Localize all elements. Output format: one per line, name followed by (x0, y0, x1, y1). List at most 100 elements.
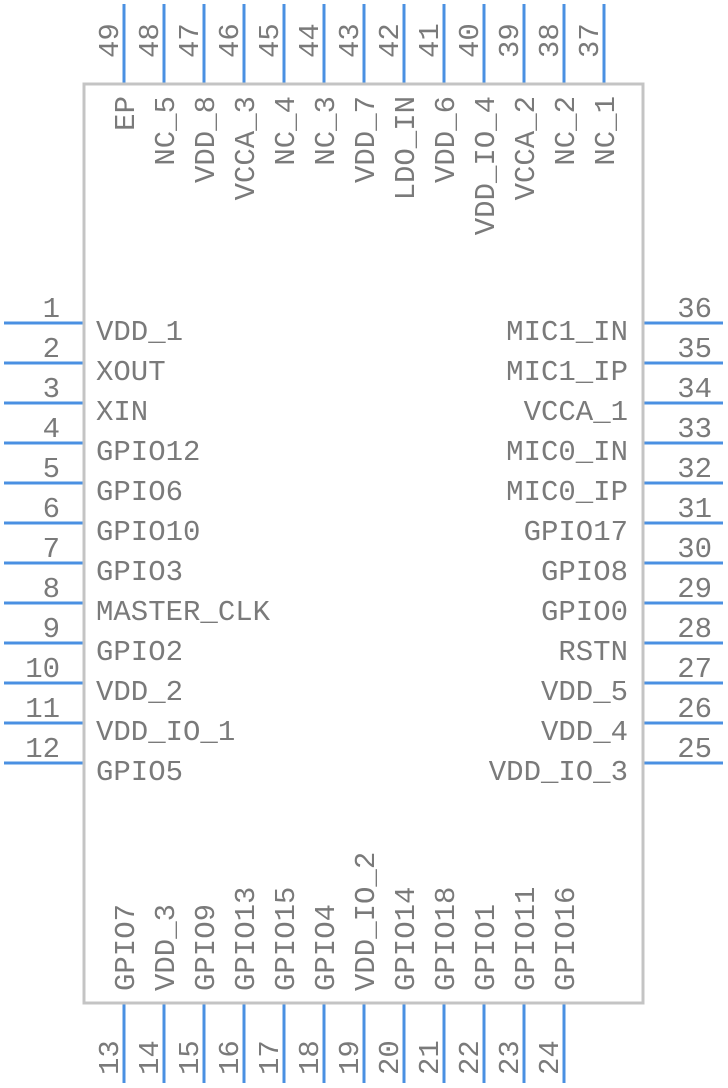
pin-label-bottom: GPIO14 (390, 887, 423, 991)
pin-number-top: 44 (294, 23, 327, 58)
pin-label-top: VDD_8 (190, 96, 223, 183)
pin-number-top: 40 (454, 23, 487, 58)
pin-label-left: VDD_IO_1 (96, 716, 235, 749)
pin-label-top: VDD_IO_4 (470, 96, 503, 235)
pin-number-bottom: 16 (214, 1040, 247, 1075)
pin-label-top: VDD_7 (350, 96, 383, 183)
pin-label-bottom: GPIO9 (190, 904, 223, 991)
pin-number-left: 6 (43, 493, 60, 526)
pin-label-bottom: GPIO16 (550, 887, 583, 991)
pin-label-top: EP (110, 96, 143, 131)
labels-layer: 1VDD_12XOUT3XIN4GPIO125GPIO66GPIO107GPIO… (25, 23, 712, 1075)
pin-number-top: 43 (334, 23, 367, 58)
pin-number-right: 28 (677, 613, 712, 646)
pin-number-top: 49 (94, 23, 127, 58)
pin-number-top: 38 (534, 23, 567, 58)
pin-number-left: 8 (43, 573, 60, 606)
pin-label-right: GPIO8 (541, 556, 628, 589)
pin-number-left: 10 (25, 653, 60, 686)
pin-number-bottom: 24 (534, 1040, 567, 1075)
pin-label-top: NC_2 (550, 96, 583, 166)
pin-label-right: GPIO0 (541, 596, 628, 629)
pin-label-bottom: GPIO4 (310, 904, 343, 991)
pin-number-bottom: 15 (174, 1040, 207, 1075)
pin-label-left: VDD_2 (96, 676, 183, 709)
pin-label-bottom: VDD_IO_2 (350, 852, 383, 991)
pin-number-bottom: 22 (454, 1040, 487, 1075)
pin-label-top: VCCA_3 (230, 96, 263, 200)
pin-number-bottom: 14 (134, 1040, 167, 1075)
pin-label-bottom: GPIO13 (230, 887, 263, 991)
pin-label-top: NC_1 (590, 96, 623, 166)
pin-number-top: 47 (174, 23, 207, 58)
pin-label-right: MIC0_IP (506, 476, 628, 509)
pin-label-top: NC_3 (310, 96, 343, 166)
pin-number-left: 2 (43, 333, 60, 366)
pin-label-bottom: VDD_3 (150, 904, 183, 991)
pin-label-right: VDD_5 (541, 676, 628, 709)
pin-label-right: VDD_IO_3 (489, 756, 628, 789)
pin-number-bottom: 13 (94, 1040, 127, 1075)
pin-label-right: VDD_4 (541, 716, 628, 749)
pin-label-left: VDD_1 (96, 316, 183, 349)
pin-label-top: VDD_6 (430, 96, 463, 183)
pin-number-top: 42 (374, 23, 407, 58)
pin-number-bottom: 21 (414, 1040, 447, 1075)
pin-number-right: 29 (677, 573, 712, 606)
pin-number-left: 12 (25, 733, 60, 766)
pin-label-top: NC_5 (150, 96, 183, 166)
ic-body (82, 82, 645, 1005)
pin-label-bottom: GPIO7 (110, 904, 143, 991)
pin-label-right: RSTN (558, 636, 628, 669)
pin-label-bottom: GPIO15 (270, 887, 303, 991)
pin-label-left: GPIO12 (96, 436, 200, 469)
pin-number-bottom: 17 (254, 1040, 287, 1075)
pin-number-left: 1 (43, 293, 60, 326)
pin-number-right: 35 (677, 333, 712, 366)
pin-number-right: 31 (677, 493, 712, 526)
pin-number-right: 27 (677, 653, 712, 686)
pin-number-left: 3 (43, 373, 60, 406)
pin-label-left: GPIO10 (96, 516, 200, 549)
pin-number-top: 46 (214, 23, 247, 58)
pins-layer (4, 4, 723, 1083)
pin-number-bottom: 20 (374, 1040, 407, 1075)
pin-number-left: 4 (43, 413, 60, 446)
pin-label-left: GPIO3 (96, 556, 183, 589)
pin-label-bottom: GPIO1 (470, 904, 503, 991)
pin-label-left: MASTER_CLK (96, 596, 271, 629)
pin-number-right: 33 (677, 413, 712, 446)
pin-number-top: 37 (574, 23, 607, 58)
pin-number-top: 39 (494, 23, 527, 58)
pin-label-left: GPIO5 (96, 756, 183, 789)
pin-number-left: 5 (43, 453, 60, 486)
pin-label-right: MIC1_IP (506, 356, 628, 389)
pin-number-bottom: 19 (334, 1040, 367, 1075)
pin-label-left: XOUT (96, 356, 166, 389)
pin-label-top: NC_4 (270, 96, 303, 166)
pin-label-bottom: GPIO11 (510, 887, 543, 991)
pin-number-left: 11 (25, 693, 60, 726)
pin-label-right: GPIO17 (524, 516, 628, 549)
pin-label-right: MIC0_IN (506, 436, 628, 469)
pin-number-top: 48 (134, 23, 167, 58)
pin-number-right: 36 (677, 293, 712, 326)
pin-number-left: 9 (43, 613, 60, 646)
pin-label-bottom: GPIO18 (430, 887, 463, 991)
pin-label-right: VCCA_1 (524, 396, 628, 429)
pin-number-right: 34 (677, 373, 712, 406)
pin-number-top: 41 (414, 23, 447, 58)
pin-number-right: 32 (677, 453, 712, 486)
pin-number-top: 45 (254, 23, 287, 58)
pin-label-left: GPIO2 (96, 636, 183, 669)
pin-number-bottom: 18 (294, 1040, 327, 1075)
pin-number-bottom: 23 (494, 1040, 527, 1075)
pin-label-left: XIN (96, 396, 148, 429)
pin-label-right: MIC1_IN (506, 316, 628, 349)
pin-number-right: 25 (677, 733, 712, 766)
pin-label-top: VCCA_2 (510, 96, 543, 200)
pin-number-left: 7 (43, 533, 60, 566)
pin-number-right: 30 (677, 533, 712, 566)
pin-label-left: GPIO6 (96, 476, 183, 509)
